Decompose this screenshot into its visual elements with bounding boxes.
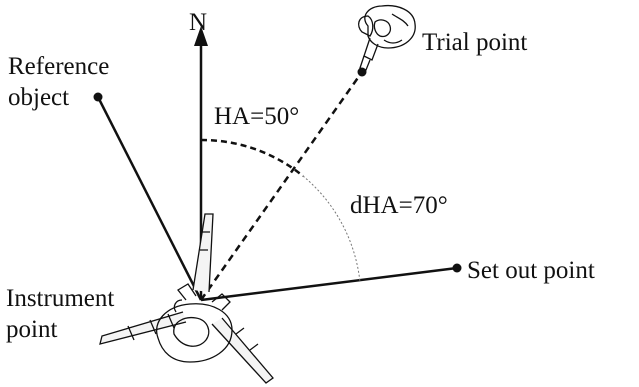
set-out-point-dot bbox=[452, 263, 462, 273]
reference-object-label-line2: object bbox=[8, 84, 69, 111]
instrument-point-label-line1: Instrument bbox=[6, 285, 114, 312]
set-out-point-label: Set out point bbox=[467, 257, 595, 284]
dha-angle-label: dHA=70° bbox=[350, 192, 448, 219]
ha-angle-label: HA=50° bbox=[214, 103, 299, 130]
north-arrowhead bbox=[194, 26, 208, 46]
north-label: N bbox=[189, 9, 207, 36]
instrument-point-label-line2: point bbox=[6, 316, 57, 343]
total-station-tripod-icon bbox=[99, 213, 274, 384]
surveyor-with-prism-icon bbox=[357, 4, 416, 71]
trial-point-label: Trial point bbox=[422, 29, 527, 56]
dha-angle-arc bbox=[302, 175, 361, 283]
trial-line bbox=[199, 71, 364, 301]
ha-angle-arc bbox=[200, 138, 304, 177]
reference-object-dot bbox=[93, 92, 103, 102]
setout-line bbox=[200, 266, 458, 302]
reference-object-label-line1: Reference bbox=[8, 53, 109, 80]
reference-line bbox=[96, 96, 203, 301]
